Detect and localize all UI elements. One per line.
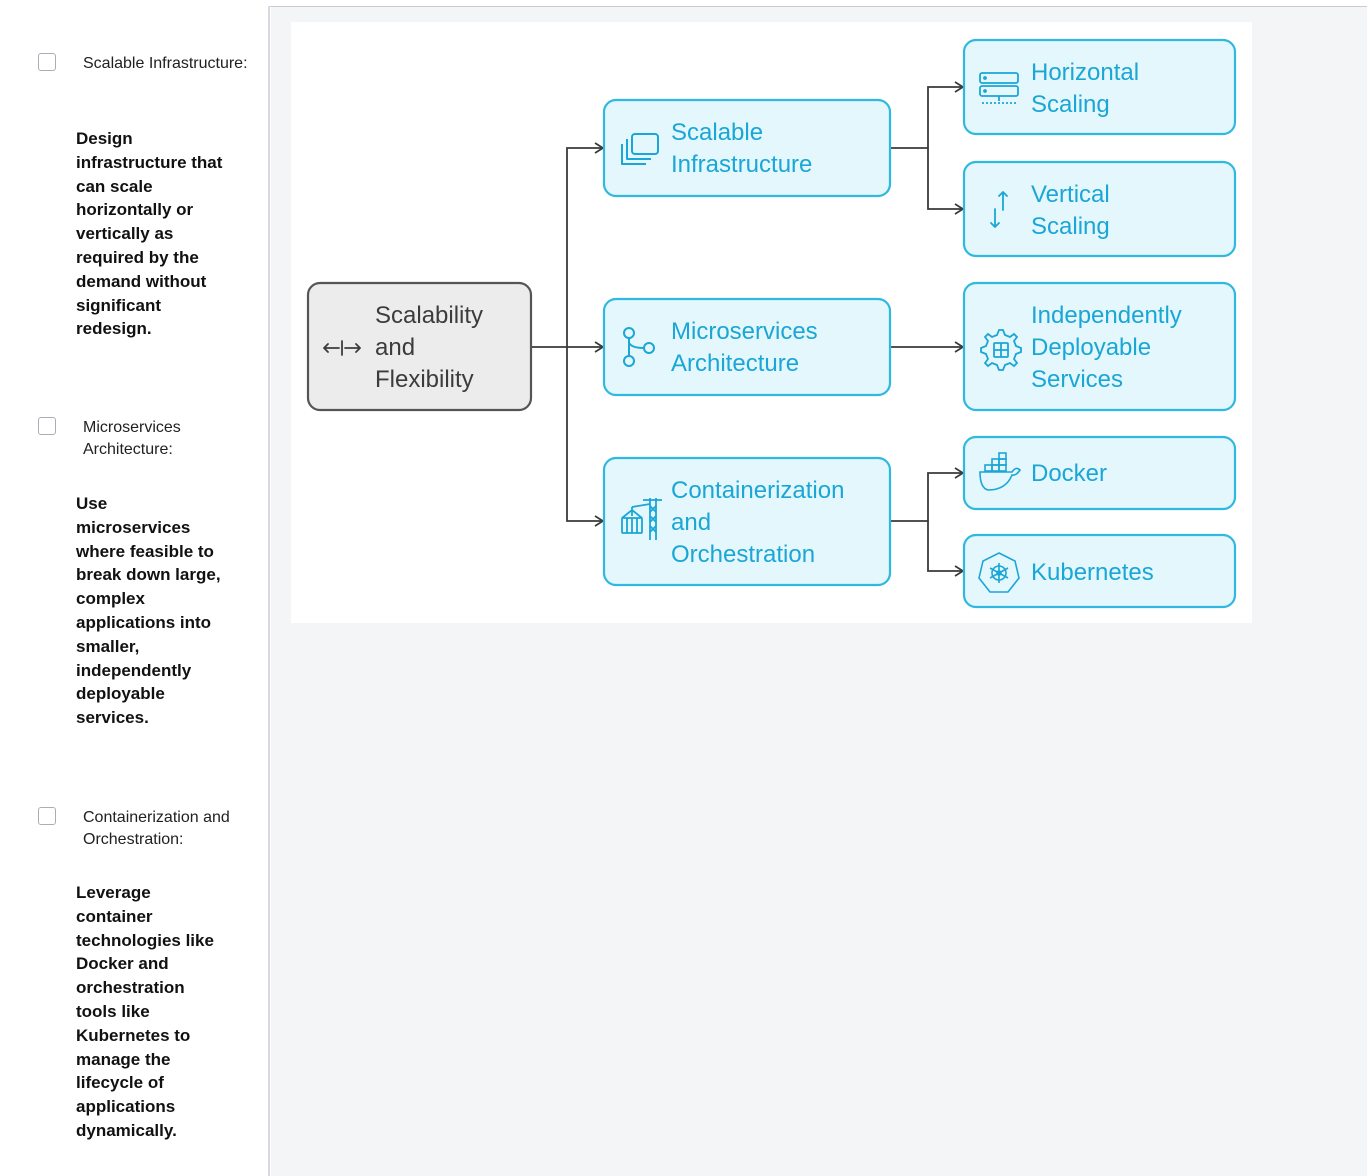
docker-whale-icon <box>979 452 1022 491</box>
node-root-scalability-flexibility[interactable]: Scalability and Flexibility <box>306 281 533 412</box>
mindmap-svg: Scalability and Flexibility Scalable Inf… <box>306 38 1237 609</box>
connector-root-containerization <box>566 347 603 521</box>
node-vertical-scaling[interactable]: Vertical Scaling <box>962 160 1237 258</box>
content-panel: Scalability and Flexibility Scalable Inf… <box>271 7 1367 1176</box>
task-description: Leverage container technologies like Doc… <box>76 883 214 1140</box>
task-title: Scalable Infrastructure: <box>83 55 248 72</box>
arrows-horizontal-icon <box>323 340 361 356</box>
connector-containerization-kubernetes <box>927 521 963 571</box>
node-microservices-architecture[interactable]: Microservices Architecture <box>602 297 892 397</box>
node-kubernetes[interactable]: Kubernetes <box>962 533 1237 609</box>
node-scalable-infrastructure[interactable]: Scalable Infrastructure <box>602 98 892 198</box>
node-label: Vertical Scaling <box>1031 181 1116 240</box>
node-containerization-orchestration[interactable]: Containerization and Orchestration <box>602 456 892 587</box>
connector-containerization-docker <box>891 473 963 522</box>
task-description: Use microservices where feasible to brea… <box>76 494 221 728</box>
kubernetes-helm-icon <box>978 552 1020 593</box>
connector-scalable-vertical <box>927 148 963 209</box>
task-checkbox[interactable] <box>38 417 56 435</box>
stacked-windows-icon <box>621 133 659 165</box>
node-label: Independently Deployable Services <box>1031 302 1188 393</box>
connectors <box>531 87 963 571</box>
task-title: Microservices Architecture: <box>83 419 181 458</box>
task-checkbox[interactable] <box>38 807 56 825</box>
node-label: Docker <box>1031 460 1107 487</box>
node-label: Scalable Infrastructure <box>671 119 812 178</box>
node-label: Horizontal Scaling <box>1031 59 1146 118</box>
node-label: Microservices Architecture <box>671 318 824 377</box>
task-title: Containerization and Orchestration: <box>83 809 230 848</box>
node-independently-deployable-services[interactable]: Independently Deployable Services <box>962 281 1237 412</box>
server-rack-icon <box>979 72 1019 104</box>
gear-package-icon <box>980 329 1022 371</box>
task-list-column: Scalable Infrastructure: Design infrastr… <box>6 6 270 1176</box>
node-label: Scalability and Flexibility <box>375 302 490 393</box>
mindmap-diagram: Scalability and Flexibility Scalable Inf… <box>291 22 1252 623</box>
node-label: Kubernetes <box>1031 559 1154 586</box>
node-horizontal-scaling[interactable]: Horizontal Scaling <box>962 38 1237 136</box>
crane-container-icon <box>621 498 662 540</box>
git-branch-icon <box>623 327 655 367</box>
connector-root-scalable <box>566 148 603 347</box>
node-docker[interactable]: Docker <box>962 435 1237 511</box>
connector-scalable-horizontal <box>891 87 963 149</box>
node-label: Containerization and Orchestration <box>671 477 851 568</box>
task-checkbox[interactable] <box>38 53 56 71</box>
task-description: Design infrastructure that can scale hor… <box>76 129 223 339</box>
arrows-vertical-icon <box>990 191 1008 228</box>
